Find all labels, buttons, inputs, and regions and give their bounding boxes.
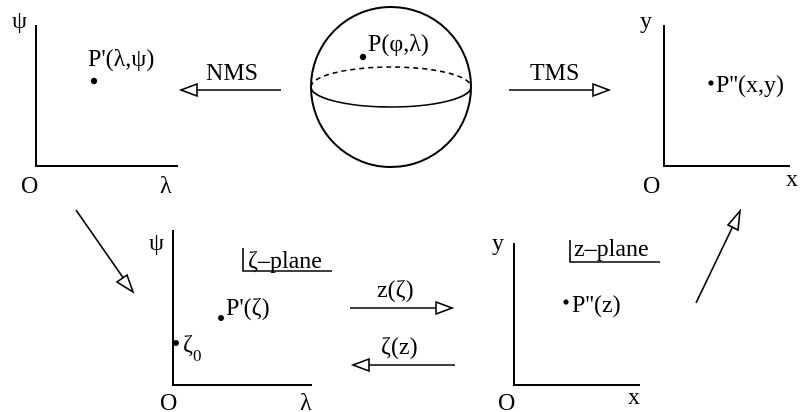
z-plane-label: z–plane bbox=[574, 236, 649, 262]
bottom-right-point-dot bbox=[563, 299, 569, 305]
top-left-plot: ψ O λ P'(λ,ψ) bbox=[12, 8, 178, 199]
sphere-equator-back bbox=[310, 66, 472, 88]
arrow-tms-label: TMS bbox=[530, 60, 579, 86]
top-left-y-axis-label: ψ bbox=[12, 8, 27, 34]
arrow-down-left bbox=[75, 209, 135, 294]
bottom-left-point-label: P'(ζ) bbox=[226, 295, 270, 321]
sphere-point-dot bbox=[359, 53, 367, 61]
bottom-right-axes bbox=[513, 243, 640, 386]
zeta0-point-dot bbox=[173, 340, 179, 346]
sphere-equator-front bbox=[310, 86, 472, 108]
top-left-point-label: P'(λ,ψ) bbox=[88, 46, 154, 72]
arrow-z-of-zeta-label: z(ζ) bbox=[377, 277, 414, 303]
top-left-x-axis-label: λ bbox=[160, 173, 172, 199]
zeta0-subscript: 0 bbox=[193, 346, 202, 365]
arrow-tms-head bbox=[592, 82, 612, 98]
top-right-point-label: P''(x,y) bbox=[716, 72, 784, 98]
bottom-right-plot: y O x z–plane P''(z) bbox=[492, 230, 660, 412]
zeta-plane-corner-mark bbox=[242, 248, 332, 272]
arrow-zeta-of-z: ζ(z) bbox=[350, 334, 455, 373]
arrow-down-left-head bbox=[115, 273, 135, 294]
arrow-nms: NMS bbox=[178, 60, 281, 98]
top-left-origin-label: O bbox=[21, 173, 38, 199]
bottom-left-axes bbox=[172, 230, 312, 386]
arrow-z-of-zeta: z(ζ) bbox=[350, 277, 455, 316]
bottom-left-point-dot bbox=[218, 315, 224, 321]
arrow-up-right-shaft bbox=[695, 225, 734, 304]
arrow-up-right-head bbox=[726, 208, 742, 232]
bottom-left-y-axis-label: ψ bbox=[149, 230, 164, 256]
arrow-up-right bbox=[695, 208, 742, 304]
zeta-plane-label: ζ–plane bbox=[248, 248, 322, 274]
bottom-right-y-axis-label: y bbox=[492, 230, 504, 256]
top-left-axes bbox=[35, 25, 178, 167]
top-right-x-axis-label: x bbox=[786, 166, 798, 192]
sphere-point-label: P(φ,λ) bbox=[368, 31, 429, 57]
top-left-point-dot bbox=[90, 77, 98, 85]
arrow-zeta-of-z-label: ζ(z) bbox=[381, 334, 418, 360]
arrow-nms-label: NMS bbox=[206, 60, 258, 86]
top-right-plot: y O x P''(x,y) bbox=[640, 8, 798, 199]
top-right-origin-label: O bbox=[643, 173, 660, 199]
bottom-right-x-axis-label: x bbox=[628, 384, 640, 410]
zeta0-label: ζ0 bbox=[183, 332, 201, 365]
top-right-point-dot bbox=[708, 80, 714, 86]
bottom-left-x-axis-label: λ bbox=[300, 390, 312, 412]
zeta0-symbol: ζ bbox=[183, 332, 193, 358]
arrow-z-of-zeta-head bbox=[435, 300, 455, 316]
top-right-axes bbox=[663, 25, 790, 167]
sphere: P(φ,λ) bbox=[310, 6, 472, 168]
bottom-right-origin-label: O bbox=[498, 390, 515, 412]
z-plane-corner-mark bbox=[569, 240, 660, 263]
arrow-zeta-of-z-head bbox=[350, 357, 370, 373]
arrow-tms: TMS bbox=[509, 60, 612, 98]
arrow-nms-head bbox=[178, 82, 198, 98]
bottom-left-plot: ψ O λ ζ–plane P'(ζ) ζ0 bbox=[149, 230, 332, 412]
bottom-left-origin-label: O bbox=[160, 390, 177, 412]
top-right-y-axis-label: y bbox=[640, 8, 652, 34]
bottom-right-point-label: P''(z) bbox=[572, 292, 621, 318]
arrow-down-left-shaft bbox=[75, 209, 125, 280]
